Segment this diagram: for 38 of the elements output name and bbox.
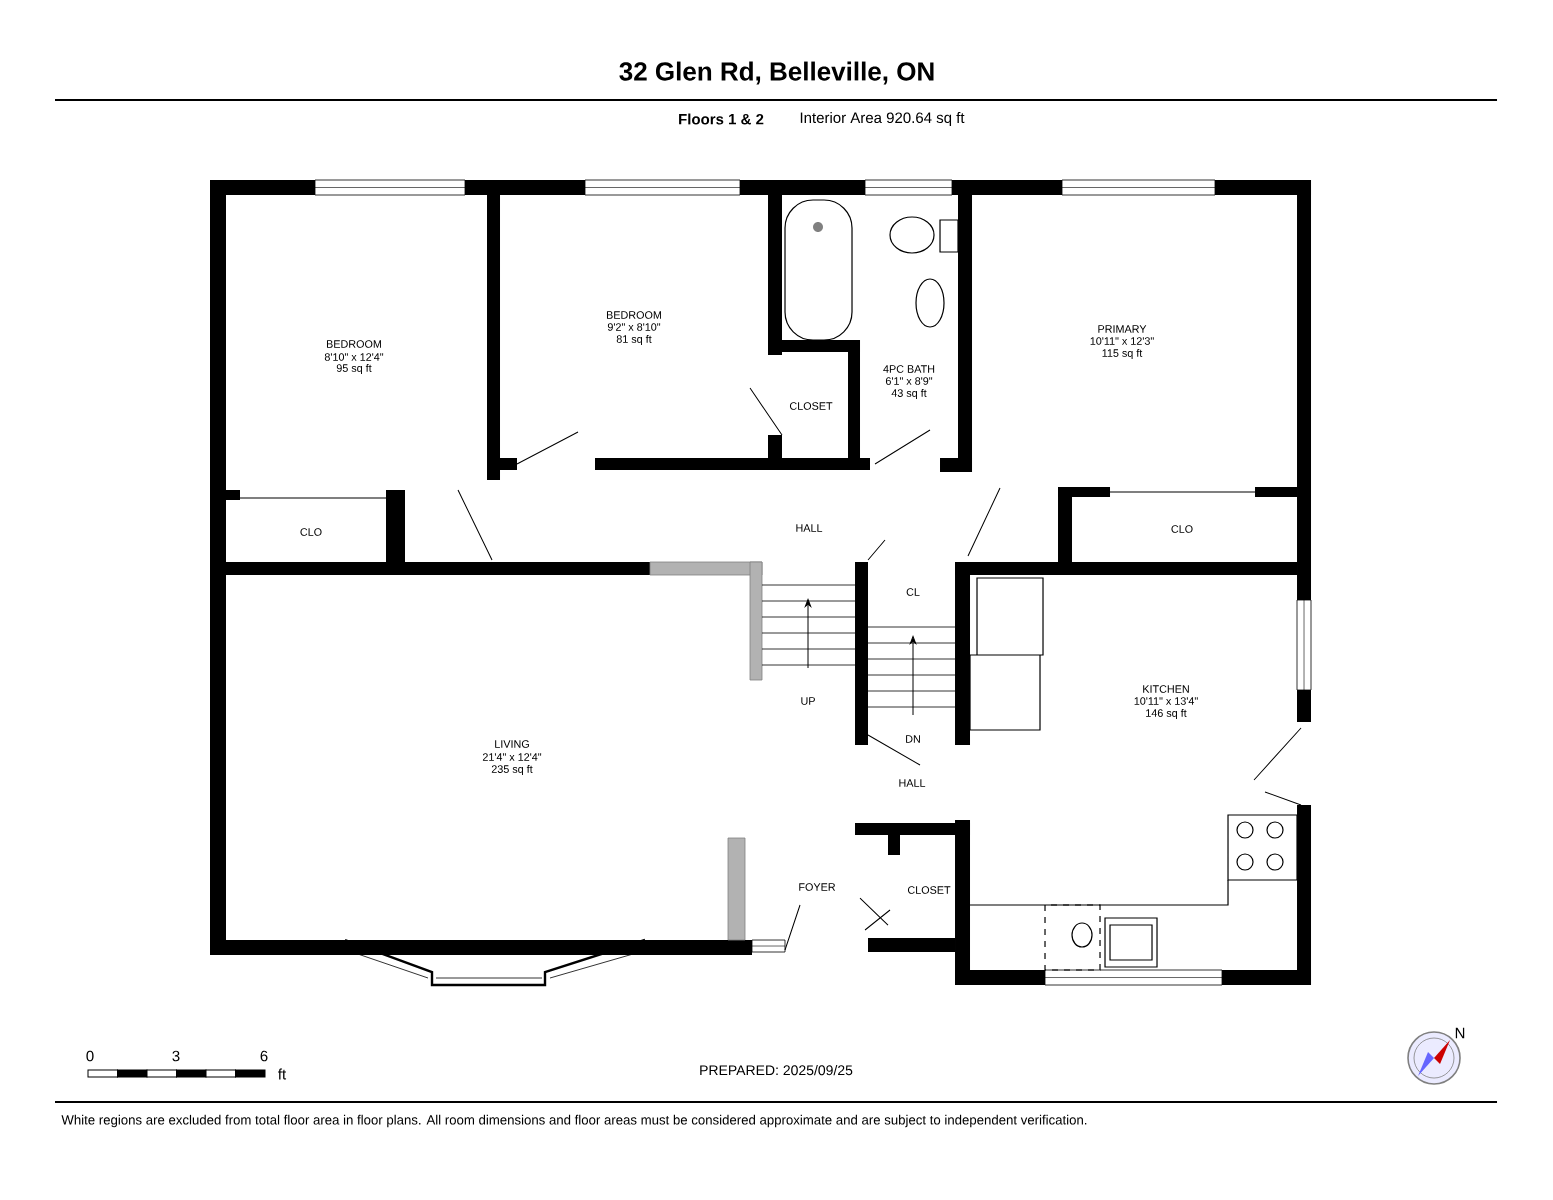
scale-label: 3 [172,1050,180,1062]
subtitle: Floors 1 & 2 [679,113,764,125]
scale-label: 6 [260,1050,268,1062]
room-label: PRIMARY [1098,325,1147,333]
room-label: 115 sq ft [1102,349,1143,359]
room-label: 10'11" x 13'4" [1134,697,1198,705]
room-label: CL [906,588,920,596]
disclaimer: White regions are excluded from total floor area in floor plans. All room dimensions and floor areas must be considered approximate and are subject to independent verification. [61,1114,1087,1128]
room-label: CLO [300,528,322,536]
room-label: 9'2" x 8'10" [607,323,661,331]
room-label: BEDROOM [327,340,381,348]
room-label: FOYER [799,883,836,891]
room-label: 81 sq ft [616,335,652,345]
room-label: 4PC BATH [883,365,935,373]
subtitle: Interior Area 920.64 sq ft [800,112,965,126]
room-label: 6'1" x 8'9" [885,377,933,385]
scale-label: 0 [86,1050,94,1062]
room-label: 10'11" x 12'3" [1090,337,1154,345]
room-label: DN [906,735,920,743]
room-label: CLOSET [789,402,833,410]
room-label: 43 sq ft [891,389,927,399]
scale-label: ft [278,1068,287,1080]
room-label: CLOSET [907,886,951,894]
room-label: BEDROOM [607,311,661,319]
title: 32 Glen Rd, Belleville, ON [619,61,934,85]
room-label: 146 sq ft [1146,709,1187,720]
date-note: PREPARED: 2025/09/25 [700,1064,853,1076]
room-label: HALL [899,779,926,787]
room-label: CLO [1171,525,1193,533]
room-label: 95 sq ft [336,364,372,374]
room-label: 21'4" x 12'4" [482,753,542,761]
scale-label: N [1455,1027,1465,1039]
room-label: LIVING [495,740,529,748]
room-label: 235 sq ft [491,765,533,776]
room-label: UP [801,697,815,705]
room-label: HALL [796,524,823,532]
room-label: KITCHEN [1143,685,1189,693]
room-label: 8'10" x 12'4" [324,353,384,361]
